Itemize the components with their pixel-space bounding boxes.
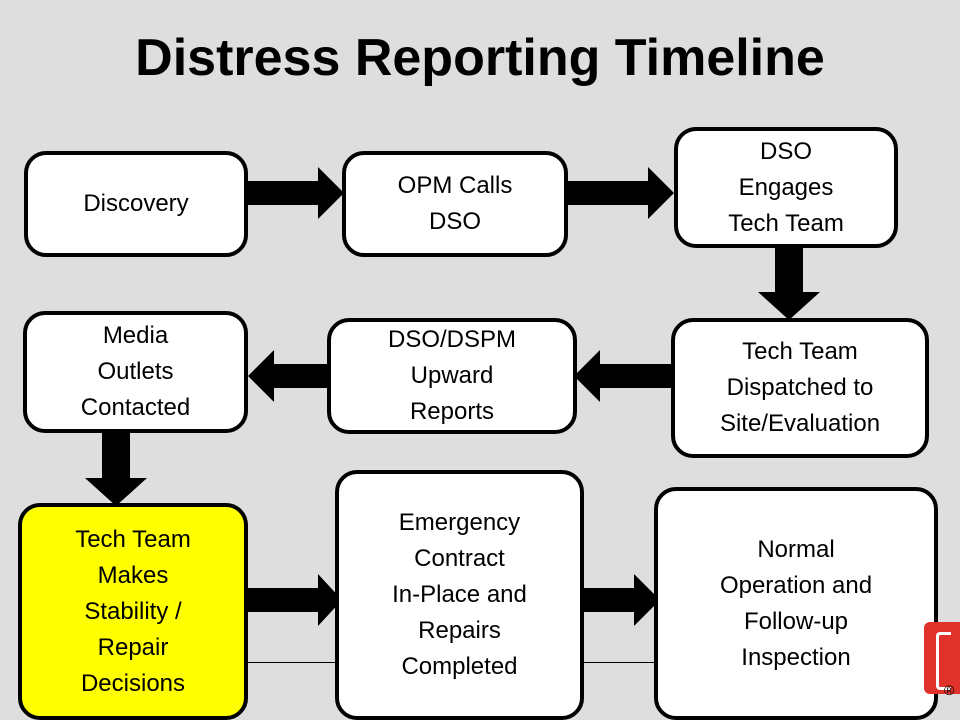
step-tech-team-makes-decisions: Tech Team Makes Stability / Repair Decis… xyxy=(18,503,248,720)
registered-trademark-mark: ® xyxy=(944,682,955,698)
arrow-media-to-decisions xyxy=(85,430,147,506)
arrow-dso-engages-to-dispatched xyxy=(758,246,820,320)
arrow-opm-to-dso-engages xyxy=(566,167,674,219)
arrow-decisions-to-emergency xyxy=(245,574,342,626)
arrow-dispatched-to-upward-reports xyxy=(574,350,673,402)
step-opm-calls-dso: OPM Calls DSO xyxy=(342,151,568,257)
step-media-outlets-contacted: Media Outlets Contacted xyxy=(23,311,248,433)
arrow-emergency-to-normal xyxy=(580,574,660,626)
step-dso-dspm-upward-reports: DSO/DSPM Upward Reports xyxy=(327,318,577,434)
page-title: Distress Reporting Timeline xyxy=(135,29,825,87)
step-normal-operation: Normal Operation and Follow-up Inspectio… xyxy=(654,487,938,720)
arrow-discovery-to-opm xyxy=(246,167,344,219)
step-emergency-contract: Emergency Contract In-Place and Repairs … xyxy=(335,470,584,720)
step-dso-engages-tech-team: DSO Engages Tech Team xyxy=(674,127,898,248)
logo-fragment-inner xyxy=(936,632,951,690)
step-discovery: Discovery xyxy=(24,151,248,257)
arrow-upward-reports-to-media xyxy=(248,350,330,402)
step-tech-team-dispatched: Tech Team Dispatched to Site/Evaluation xyxy=(671,318,929,458)
